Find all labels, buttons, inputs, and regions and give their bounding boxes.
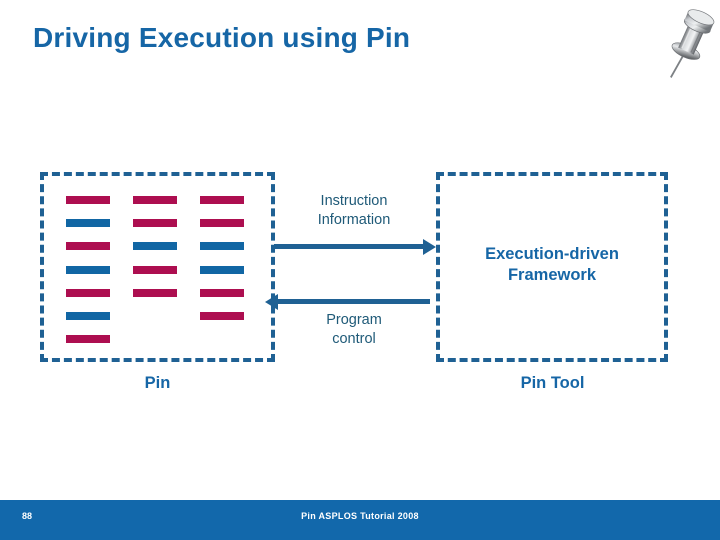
framework-label-line2: Framework xyxy=(507,266,597,285)
framework-label-line1: Execution-driven xyxy=(485,245,619,263)
arrow-label-line2: control xyxy=(332,330,376,347)
arrow-program-control-line xyxy=(278,299,430,304)
instruction-bar xyxy=(66,265,110,274)
instruction-bar xyxy=(66,288,110,297)
instruction-bar xyxy=(133,288,177,297)
instruction-bar xyxy=(66,242,110,251)
diagram-canvas: Instruction Information Program control … xyxy=(40,172,668,392)
instruction-bar xyxy=(200,242,244,251)
execution-driven-framework-label: Execution-driven Framework xyxy=(440,244,664,287)
footer-bar: 88 Pin ASPLOS Tutorial 2008 xyxy=(0,500,720,540)
pin-box xyxy=(40,172,275,362)
arrow-label-program-control: Program control xyxy=(273,311,435,348)
arrow-instruction-information-line xyxy=(274,244,426,249)
instruction-bar xyxy=(66,312,110,320)
page-title: Driving Execution using Pin xyxy=(33,22,411,53)
instruction-bar xyxy=(200,219,244,228)
instruction-bar xyxy=(66,219,110,228)
instruction-bar xyxy=(66,335,110,344)
pushpin-icon xyxy=(664,2,716,88)
arrow-instruction-information-head xyxy=(423,238,436,255)
instruction-bar xyxy=(200,312,244,320)
instruction-bar xyxy=(133,265,177,274)
footer-page-number: 88 xyxy=(22,511,33,521)
instruction-bar xyxy=(66,196,110,204)
pin-tool-box-caption: Pin Tool xyxy=(520,374,585,392)
arrow-program-control-head xyxy=(265,293,278,310)
arrow-label-instruction-information: Instruction Information xyxy=(273,192,435,229)
instruction-bar xyxy=(133,196,177,204)
instruction-bar xyxy=(133,219,177,228)
instruction-bar xyxy=(200,265,244,274)
arrow-label-line1: Instruction xyxy=(320,193,388,209)
instruction-bar xyxy=(133,242,177,251)
pin-box-caption: Pin xyxy=(144,374,171,392)
instruction-bar xyxy=(200,288,244,297)
instruction-bar xyxy=(200,196,244,204)
footer-divider xyxy=(0,497,720,500)
footer-text: Pin ASPLOS Tutorial 2008 xyxy=(301,511,419,521)
arrow-label-line1: Program xyxy=(326,312,382,328)
arrow-label-line2: Information xyxy=(317,211,391,228)
pin-tool-box xyxy=(436,172,668,362)
